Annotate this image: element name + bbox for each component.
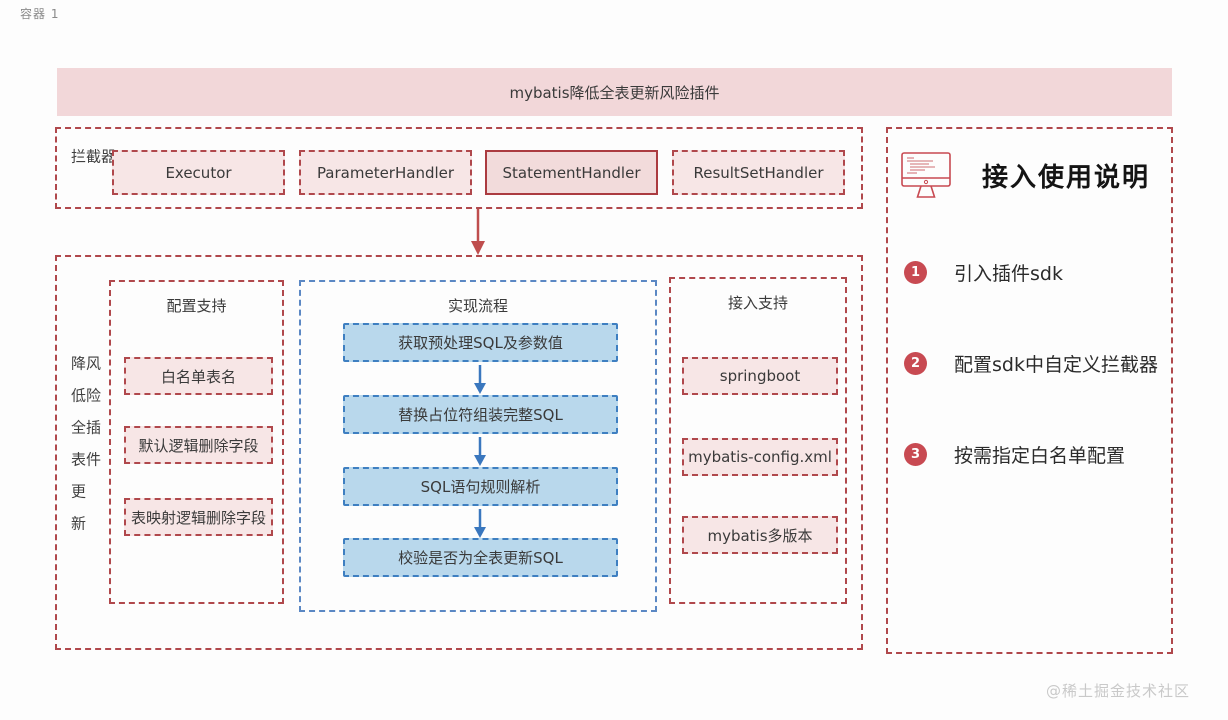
flow-step-1: 获取预处理SQL及参数值: [343, 323, 618, 362]
usage-step-text: 按需指定白名单配置: [954, 445, 1126, 467]
usage-step-3: 3 按需指定白名单配置: [904, 441, 1125, 468]
integration-item-mybatis-versions: mybatis多版本: [682, 516, 838, 554]
statement-handler-box: StatementHandler: [485, 150, 658, 195]
usage-step-text: 配置sdk中自定义拦截器: [954, 354, 1158, 376]
flow-arrow-icon: [474, 509, 486, 538]
interceptor-section-label: 拦截器: [69, 148, 117, 170]
flow-title: 实现流程: [447, 297, 508, 315]
usage-step-1: 1 引入插件sdk: [904, 259, 1063, 286]
interceptor-section: 拦截器 Executor ParameterHandler StatementH…: [55, 127, 863, 209]
plugin-section-label: 降低全表更新风险插件: [69, 354, 102, 547]
config-item-whitelist: 白名单表名: [124, 357, 273, 395]
step-number-badge: 3: [904, 443, 927, 466]
usage-panel-title: 接入使用说明: [982, 163, 1151, 193]
step-number-badge: 1: [904, 261, 927, 284]
executor-box: Executor: [112, 150, 285, 195]
flow-step-4: 校验是否为全表更新SQL: [343, 538, 618, 577]
flow-arrow-icon: [474, 365, 486, 394]
usage-panel: 接入使用说明 1 引入插件sdk 2 配置sdk中自定义拦截器 3 按需指定白名…: [886, 127, 1173, 654]
usage-step-2: 2 配置sdk中自定义拦截器: [904, 350, 1158, 377]
integration-item-mybatis-config: mybatis-config.xml: [682, 438, 838, 476]
config-item-table-map-logic-delete: 表映射逻辑删除字段: [124, 498, 273, 536]
watermark: @稀土掘金技术社区: [1045, 682, 1190, 700]
config-support-title: 配置支持: [166, 297, 227, 315]
config-support-group: 配置支持 白名单表名 默认逻辑删除字段 表映射逻辑删除字段: [109, 280, 284, 604]
usage-step-text: 引入插件sdk: [954, 263, 1063, 285]
flow-step-3: SQL语句规则解析: [343, 467, 618, 506]
integration-support-title: 接入支持: [727, 294, 788, 312]
config-item-default-logic-delete: 默认逻辑删除字段: [124, 426, 273, 464]
resultset-handler-box: ResultSetHandler: [672, 150, 845, 195]
diagram-title: mybatis降低全表更新风险插件: [509, 83, 720, 102]
parameter-handler-box: ParameterHandler: [299, 150, 472, 195]
diagram-header: mybatis降低全表更新风险插件: [57, 68, 1172, 116]
integration-support-group: 接入支持 springboot mybatis-config.xml mybat…: [669, 277, 847, 604]
step-number-badge: 2: [904, 352, 927, 375]
flow-arrow-icon: [474, 437, 486, 466]
flow-step-2: 替换占位符组装完整SQL: [343, 395, 618, 434]
down-arrow-icon: [471, 209, 485, 255]
integration-item-springboot: springboot: [682, 357, 838, 395]
flow-group: 实现流程 获取预处理SQL及参数值 替换占位符组装完整SQL SQL语句规则解析…: [299, 280, 657, 612]
computer-code-icon: [901, 152, 951, 198]
container-label: 容器 1: [20, 7, 60, 21]
plugin-section: 降低全表更新风险插件 配置支持 白名单表名 默认逻辑删除字段 表映射逻辑删除字段…: [55, 255, 863, 650]
